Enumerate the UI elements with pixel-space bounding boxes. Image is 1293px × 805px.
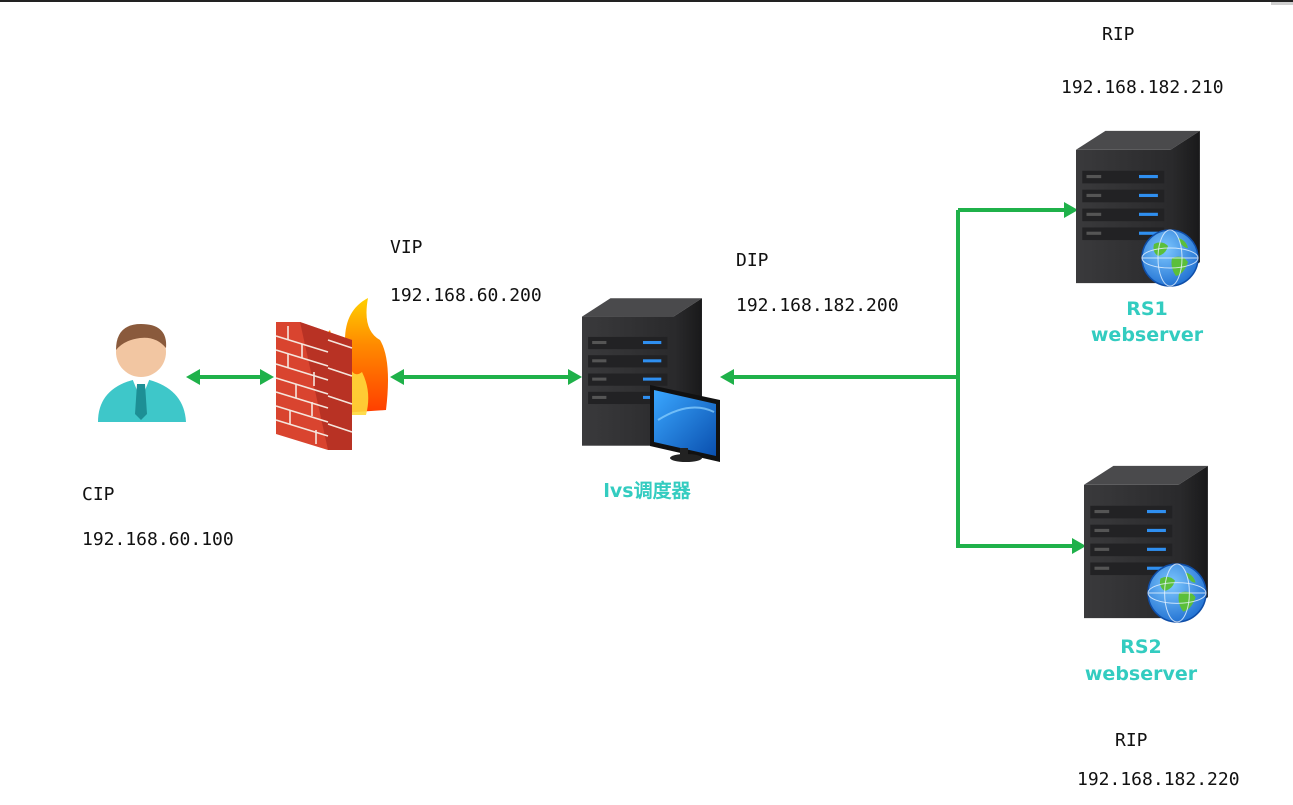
monitor-icon — [650, 385, 720, 462]
user-icon — [98, 324, 186, 422]
connection-lines — [186, 202, 1086, 554]
vip-address: 192.168.60.200 — [390, 285, 542, 306]
dip-label: DIP — [736, 250, 769, 271]
director-caption: lvs调度器 — [603, 480, 691, 502]
rs2-caption-role: webserver — [1084, 663, 1198, 685]
arrowhead-right — [568, 369, 582, 385]
arrowhead-left — [186, 369, 200, 385]
rs1-caption-role: webserver — [1090, 324, 1204, 346]
rs2-rip-label: RIP — [1115, 730, 1148, 751]
firewall-icon — [275, 298, 388, 450]
rs2-rip-address: 192.168.182.220 — [1077, 769, 1240, 790]
corner-mark — [1271, 2, 1293, 5]
arrowhead-right — [260, 369, 274, 385]
arrowhead-right — [1072, 538, 1086, 554]
rs1-caption-name: RS1 — [1126, 298, 1168, 320]
rs2-caption-name: RS2 — [1120, 636, 1162, 658]
arrowhead-right — [1064, 202, 1078, 218]
arrowhead-left — [720, 369, 734, 385]
rs1-rip-address: 192.168.182.210 — [1061, 77, 1224, 98]
globe-icon — [1147, 563, 1207, 623]
vip-label: VIP — [390, 237, 423, 258]
top-border — [0, 0, 1293, 2]
globe-icon — [1141, 229, 1199, 287]
dip-address: 192.168.182.200 — [736, 295, 899, 316]
rs1-rip-label: RIP — [1102, 24, 1135, 45]
cip-label: CIP — [82, 484, 115, 505]
arrowhead-left — [390, 369, 404, 385]
cip-address: 192.168.60.100 — [82, 529, 234, 550]
